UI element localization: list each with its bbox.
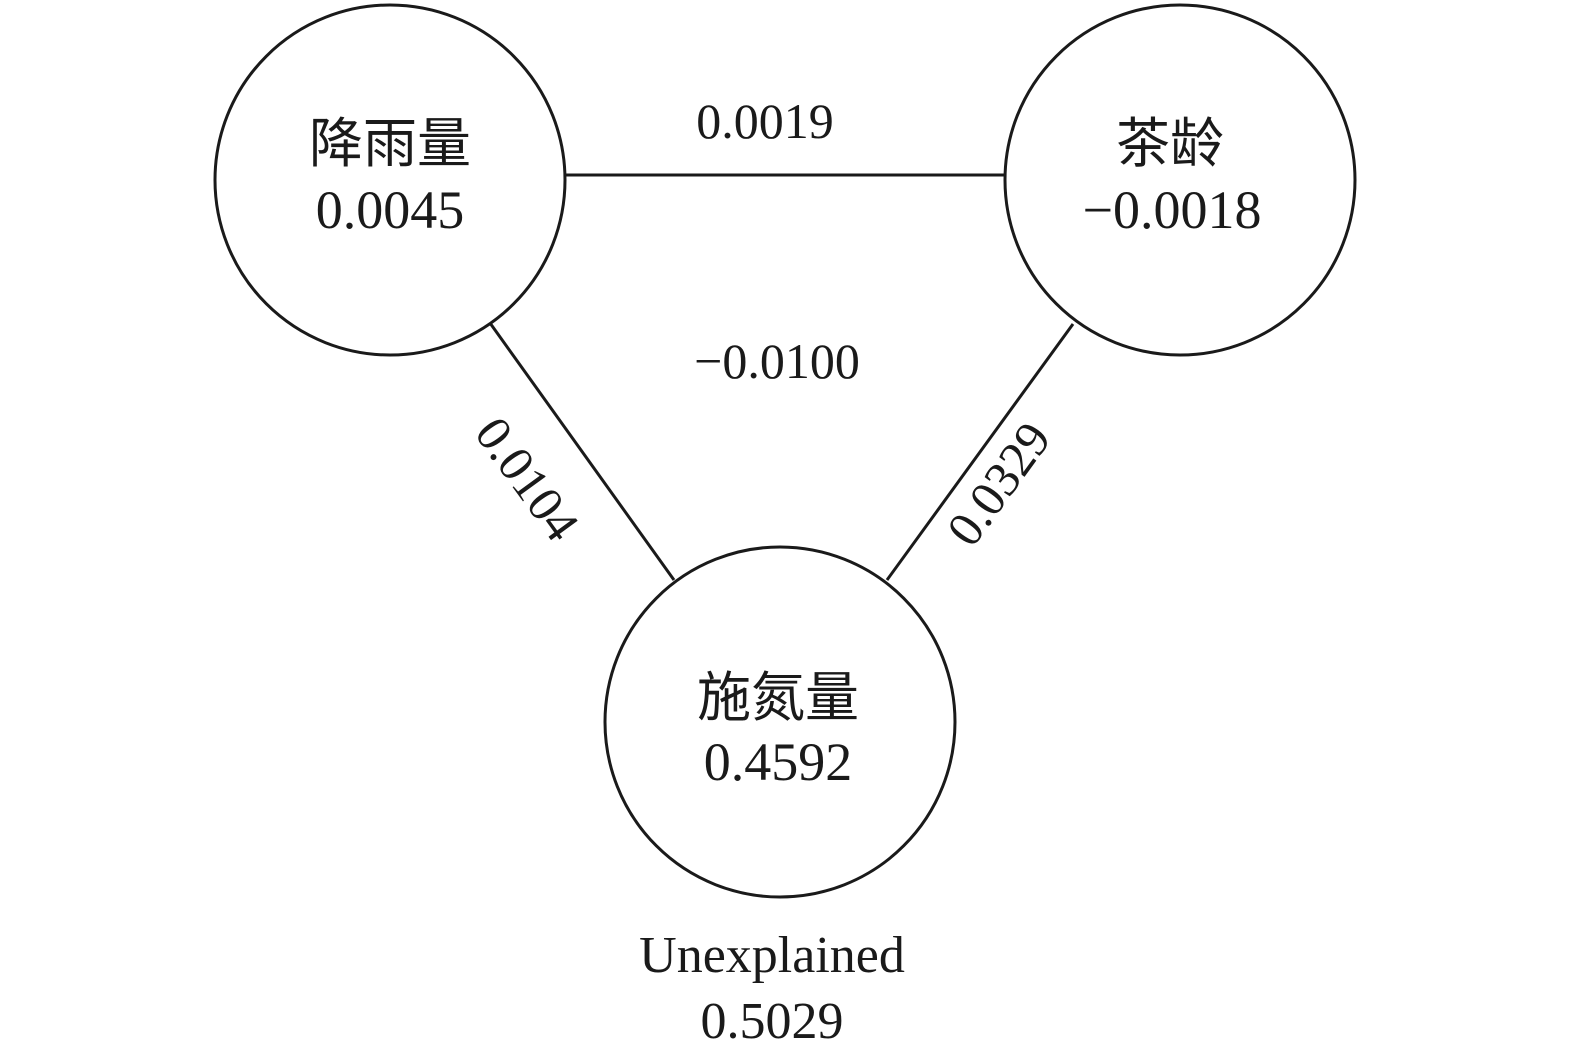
node-rainfall-label: 降雨量	[309, 114, 471, 174]
edge-label-tea-age-nitrogen: 0.0329	[935, 412, 1061, 556]
edge-label-rainfall-tea-age: 0.0019	[696, 93, 834, 149]
node-nitrogen-value: 0.4592	[704, 732, 853, 792]
node-rainfall-value: 0.0045	[316, 180, 465, 240]
edge-tea-age-nitrogen	[885, 323, 1075, 581]
edge-label-three-way: −0.0100	[694, 333, 860, 389]
node-nitrogen-label: 施氮量	[697, 668, 859, 728]
edge-label-rainfall-nitrogen: 0.0104	[464, 407, 590, 551]
unexplained-label: Unexplained	[639, 927, 905, 984]
node-tea-age-label: 茶龄	[1116, 114, 1224, 174]
node-rainfall: 降雨量 0.0045	[213, 3, 567, 357]
edge-rainfall-nitrogen	[488, 322, 676, 581]
unexplained-block: Unexplained 0.5029	[639, 927, 905, 1050]
node-rainfall-circle	[213, 3, 567, 357]
node-nitrogen: 施氮量 0.4592	[603, 545, 957, 899]
node-tea-age: 茶龄 −0.0018	[1003, 3, 1357, 357]
node-tea-age-value: −0.0018	[1083, 180, 1262, 240]
node-nitrogen-circle	[603, 545, 957, 899]
node-tea-age-circle	[1003, 3, 1357, 357]
unexplained-value: 0.5029	[701, 993, 844, 1050]
